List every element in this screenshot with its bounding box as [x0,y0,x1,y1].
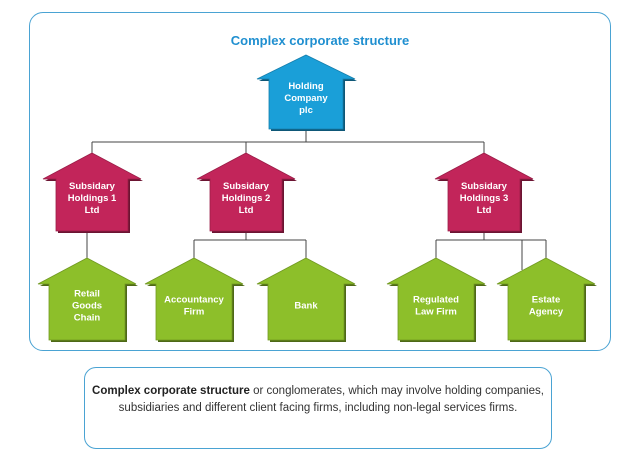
house-label-line: Ltd [477,205,492,216]
house-shape [144,257,244,341]
house-label-line: Goods [72,301,102,312]
house-label-line: Firm [184,307,205,318]
diagram-title: Complex corporate structure [230,33,410,48]
house-label-line: Bank [294,301,318,312]
house-label-line: Ltd [85,205,100,216]
diagram-frame [29,12,611,351]
house-shape [37,257,137,341]
caption-rest: or conglomerates, which may involve hold… [118,385,544,414]
house-label-line: plc [299,105,313,116]
house-bank: Bank [256,257,357,342]
house-label-line: Regulated [413,295,459,306]
house-label-line: Agency [529,307,564,318]
house-shape [434,152,534,232]
house-label-line: Holdings 1 [68,193,117,204]
house-shape [256,54,356,130]
house-label-line: Accountancy [164,295,224,306]
house-shape [496,257,596,341]
house-label-line: Law Firm [415,307,457,318]
caption-bold: Complex corporate structure [92,385,250,397]
house-label-line: Company [284,93,328,104]
house-label-line: Subsidary [223,181,270,192]
house-label-line: Subsidary [69,181,116,192]
house-shape [196,152,296,232]
caption-text: Complex corporate structure or conglomer… [90,383,546,417]
house-shape [256,257,356,341]
house-shape [42,152,142,232]
house-shape [386,257,486,341]
house-label-line: Subsidary [461,181,508,192]
house-label-line: Holding [288,81,324,92]
house-label-line: Retail [74,289,100,300]
house-label-line: Holdings 3 [460,193,509,204]
house-label-line: Ltd [239,205,254,216]
house-label-line: Estate [532,295,561,306]
caption-box [84,367,552,449]
connectors [86,130,547,270]
house-label-line: Holdings 2 [222,193,271,204]
house-label-line: Chain [74,313,101,324]
